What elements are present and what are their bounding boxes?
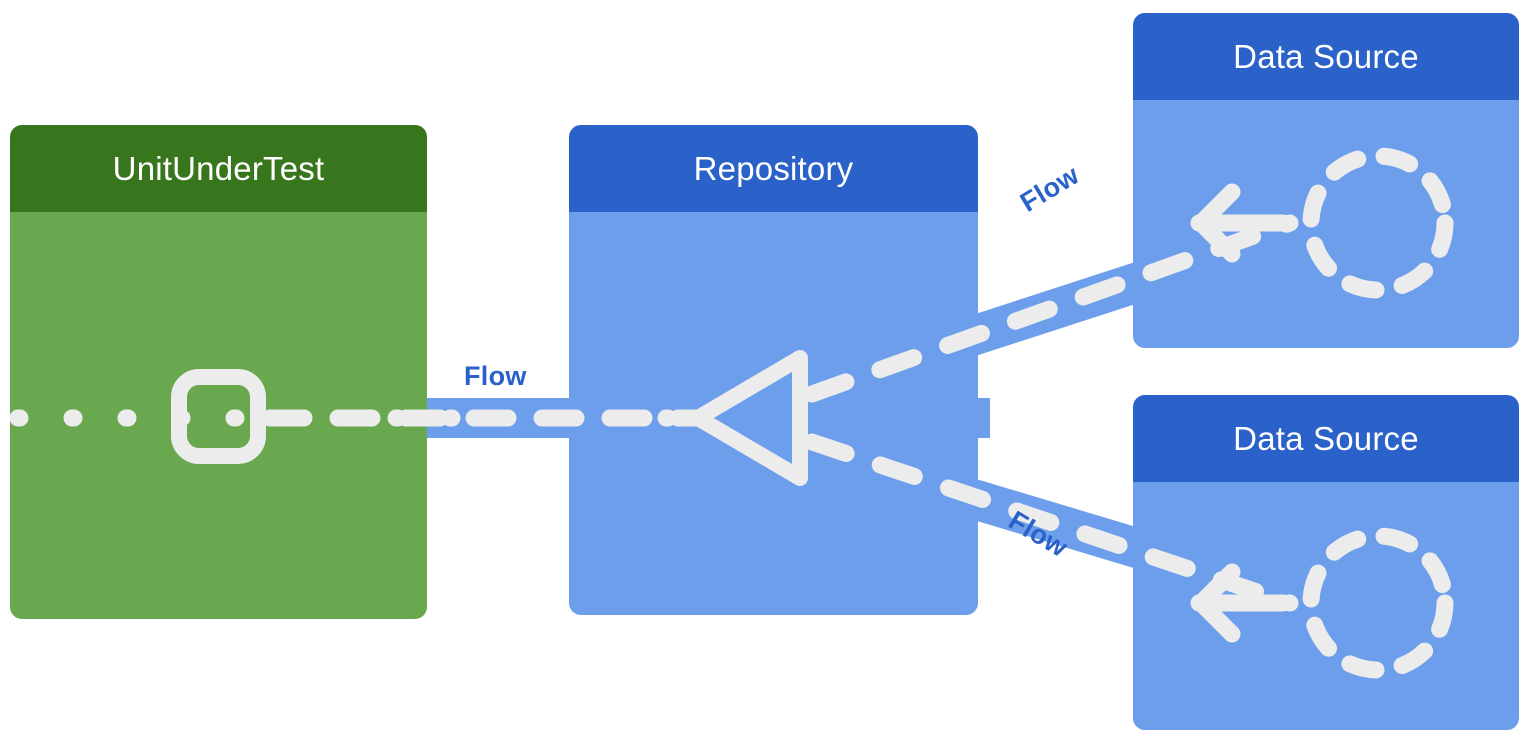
node-repository-title: Repository <box>569 125 978 212</box>
node-unit-under-test-title: UnitUnderTest <box>10 125 427 212</box>
node-unit-under-test[interactable]: UnitUnderTest <box>10 125 427 619</box>
node-data-source-2-body <box>1133 482 1519 730</box>
node-data-source-1[interactable]: Data Source <box>1133 13 1519 348</box>
node-data-source-1-body <box>1133 100 1519 348</box>
node-unit-under-test-body <box>10 212 427 619</box>
node-repository-body <box>569 212 978 615</box>
node-repository[interactable]: Repository <box>569 125 978 615</box>
node-data-source-2-title: Data Source <box>1133 395 1519 482</box>
node-data-source-2[interactable]: Data Source <box>1133 395 1519 730</box>
node-data-source-1-title: Data Source <box>1133 13 1519 100</box>
